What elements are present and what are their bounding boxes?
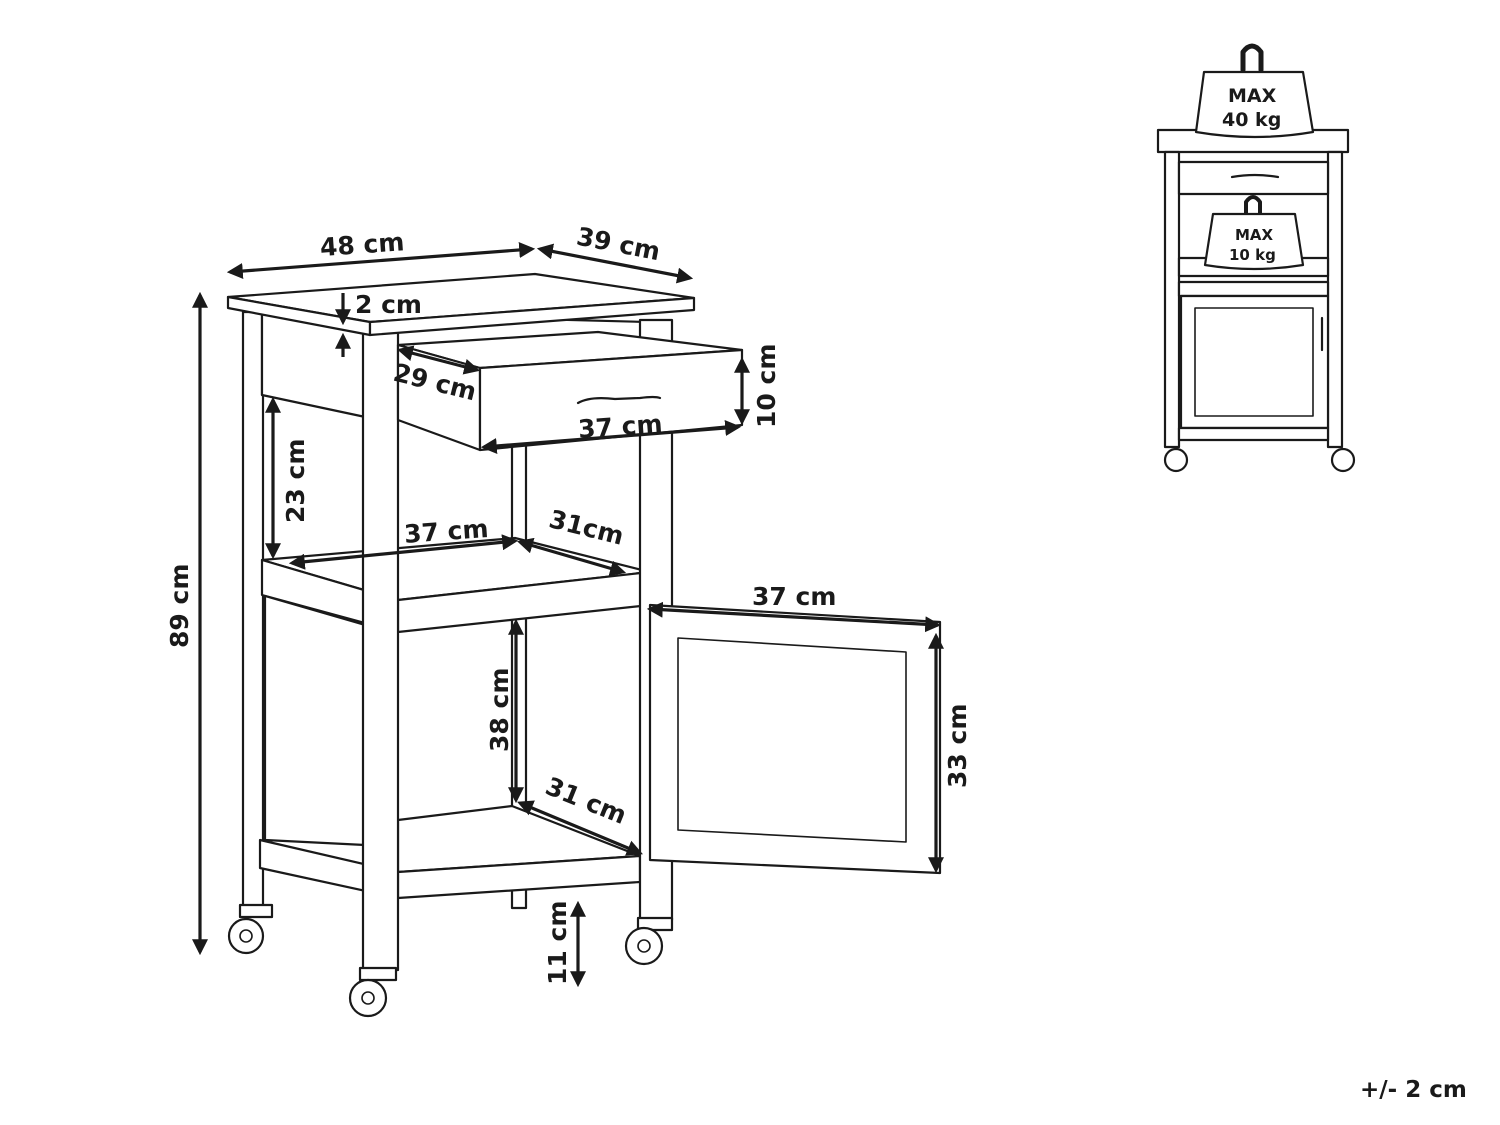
- caster-front-left: [348, 966, 398, 1018]
- front-leg-left: [361, 328, 400, 972]
- tolerance-note: +/- 2 cm: [1360, 1077, 1467, 1103]
- weight-icon-top: [1194, 43, 1315, 139]
- cabinet-side-panel: [263, 594, 367, 847]
- shelf-load-value: 10 kg: [1229, 246, 1276, 264]
- label-drawer-height: 10 cm: [752, 344, 781, 428]
- drawer-handle: [576, 395, 662, 405]
- caster-front-right: [624, 916, 674, 966]
- label-total-height: 89 cm: [165, 564, 194, 648]
- caster-left-back: [227, 903, 274, 955]
- load-capacity-diagram: MAX 40 kg MAX 10 kg: [1156, 43, 1356, 473]
- label-drawer-width: 37 cm: [577, 409, 663, 444]
- mini-caster-left: [1163, 447, 1189, 473]
- mini-drawer-handle: [1230, 173, 1280, 179]
- mini-door-frame: [1194, 307, 1314, 417]
- label-door-width: 37 cm: [752, 582, 836, 611]
- mini-cart-rail: [1177, 280, 1330, 298]
- mini-cart-leg-right: [1326, 150, 1344, 449]
- cart-drawing: [226, 272, 942, 1018]
- door-inner-frame: [677, 637, 907, 843]
- label-cabinet-depth: 31 cm: [542, 771, 631, 829]
- shelf-load-title: MAX: [1235, 226, 1274, 244]
- weight-icon-shelf: [1203, 195, 1305, 271]
- dimension-lines: [192, 241, 944, 988]
- mini-cart-door: [1179, 294, 1330, 430]
- table-top-front: [368, 296, 696, 337]
- label-leg-height: 11 cm: [543, 901, 572, 985]
- left-leg: [241, 310, 265, 909]
- label-top-width: 48 cm: [319, 227, 405, 262]
- mini-cart-leg-left: [1163, 150, 1181, 449]
- mini-caster-right: [1330, 447, 1356, 473]
- mini-cart-bottom: [1177, 426, 1330, 442]
- label-open-shelf-height: 23 cm: [281, 439, 310, 523]
- label-door-height: 33 cm: [943, 704, 972, 788]
- top-load-value: 40 kg: [1222, 109, 1281, 131]
- label-cabinet-height: 38 cm: [485, 668, 514, 752]
- top-load-title: MAX: [1228, 85, 1277, 107]
- label-shelf-depth: 31cm: [546, 504, 626, 550]
- label-top-thickness: 2 cm: [355, 290, 422, 319]
- mini-cart-drawer: [1177, 160, 1330, 196]
- label-shelf-width: 37 cm: [403, 514, 489, 549]
